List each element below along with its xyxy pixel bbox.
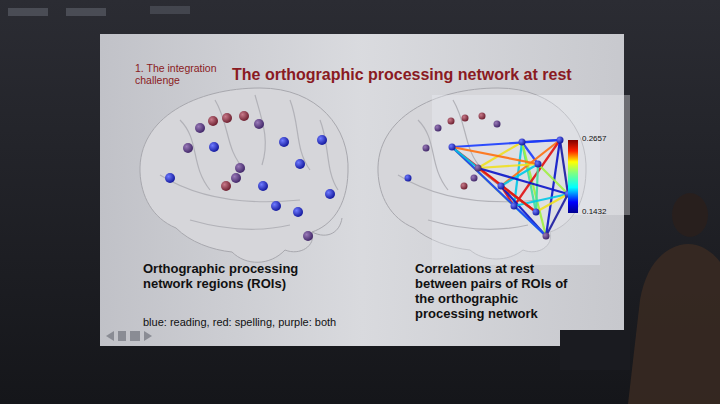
ceiling-light — [150, 6, 190, 14]
roi-dot — [435, 125, 442, 132]
roi-dot — [183, 143, 193, 153]
roi-dot — [235, 163, 245, 173]
roi-dots — [165, 111, 572, 241]
roi-dot — [423, 145, 430, 152]
roi-dot — [448, 118, 455, 125]
roi-dot — [533, 209, 540, 216]
roi-dot — [222, 113, 232, 123]
colorbar-value: 0.2657 — [582, 134, 622, 143]
correlation-line — [546, 194, 568, 236]
panel-caption: Correlations at rest between pairs of RO… — [415, 262, 587, 322]
correlation-line — [536, 164, 538, 212]
panel-caption: Orthographic processing network regions … — [143, 262, 323, 292]
correlation-line — [478, 168, 568, 194]
speaker-head — [672, 193, 708, 237]
brain-right — [378, 88, 600, 265]
roi-dot — [557, 137, 564, 144]
roi-dot — [535, 161, 542, 168]
correlation-line — [452, 140, 560, 147]
section-label: 1. The integration challenge — [135, 62, 245, 86]
roi-dot — [462, 115, 469, 122]
laptop — [560, 330, 630, 370]
roi-dot — [317, 135, 327, 145]
correlation-line — [452, 147, 538, 164]
roi-dot — [498, 183, 505, 190]
roi-dot — [471, 175, 478, 182]
color-key-note: blue: reading, red: spelling, purple: bo… — [143, 316, 383, 329]
roi-dot — [195, 123, 205, 133]
roi-dot — [479, 113, 486, 120]
roi-dot — [231, 173, 241, 183]
ceiling-light — [66, 8, 106, 16]
roi-dot — [475, 165, 482, 172]
roi-dot — [239, 111, 249, 121]
roi-dot — [494, 121, 501, 128]
slide-title: The orthographic processing network at r… — [232, 66, 612, 84]
roi-dot — [208, 116, 218, 126]
correlation-line — [452, 147, 478, 168]
roi-dot — [461, 183, 468, 190]
correlation-lines — [452, 140, 568, 236]
roi-dot — [519, 139, 526, 146]
roi-dot — [303, 231, 313, 241]
roi-dot — [279, 137, 289, 147]
roi-dot — [165, 173, 175, 183]
roi-dot — [511, 203, 518, 210]
ceiling-light — [8, 8, 48, 16]
roi-dot — [295, 159, 305, 169]
roi-dot — [325, 189, 335, 199]
speaker-silhouette — [628, 244, 720, 404]
correlation-line — [478, 164, 538, 168]
correlation-line — [452, 147, 546, 236]
brain-left — [140, 88, 348, 262]
slide-panel — [100, 34, 624, 346]
roi-dot — [221, 181, 231, 191]
colorbar — [568, 140, 578, 213]
roi-dot — [293, 207, 303, 217]
roi-dot — [405, 175, 412, 182]
colorbar-value: 0.1432 — [582, 207, 622, 216]
roi-dot — [254, 119, 264, 129]
slide-nav-icons — [106, 331, 152, 341]
roi-dot — [271, 201, 281, 211]
correlation-line — [452, 147, 536, 212]
roi-dot — [258, 181, 268, 191]
roi-dot — [209, 142, 219, 152]
roi-dot — [449, 144, 456, 151]
roi-dot — [543, 233, 550, 240]
